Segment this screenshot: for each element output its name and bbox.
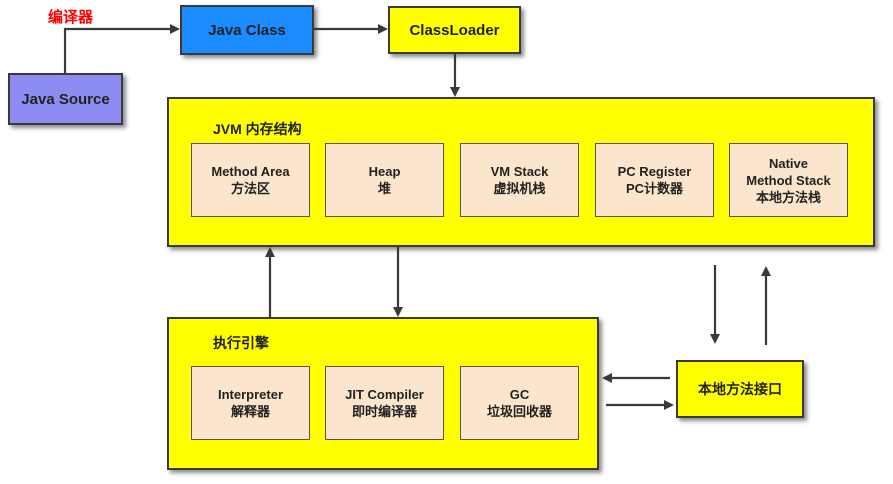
heap-box: Heap 堆 [325,143,444,217]
vm-stack-en: VM Stack [490,164,549,179]
native-method-stack-zh: 本地方法栈 [755,189,821,205]
java-source-box: Java Source [8,73,123,125]
vm-stack-box: VM Stack 虚拟机栈 [460,143,579,217]
native-interface-box: 本地方法接口 [676,360,804,418]
native-method-stack-en1: Native [768,155,809,171]
method-area-zh: 方法区 [230,181,270,196]
method-area-box: Method Area 方法区 [191,143,310,217]
execution-engine-title: 执行引擎 [213,335,269,351]
method-area-en: Method Area [211,164,290,179]
java-class-label: Java Class [208,21,286,39]
vm-stack-zh: 虚拟机栈 [493,181,546,196]
interpreter-box: Interpreter 解释器 [191,366,310,440]
heap-zh: 堆 [377,181,391,196]
classloader-label: ClassLoader [409,21,500,39]
jit-compiler-en: JIT Compiler [345,387,424,402]
classloader-box: ClassLoader [388,6,521,54]
java-class-box: Java Class [180,5,314,55]
pc-register-box: PC Register PC计数器 [595,143,714,217]
compiler-label: 编译器 [48,9,94,26]
pc-register-en: PC Register [617,164,692,179]
native-method-stack-box: Native Method Stack 本地方法栈 [729,143,848,217]
jit-compiler-zh: 即时编译器 [351,404,417,419]
native-method-stack-en2: Method Stack [746,172,831,188]
interpreter-en: Interpreter [217,387,284,402]
arrow-source-to-class [63,24,180,73]
jit-compiler-box: JIT Compiler 即时编译器 [325,366,444,440]
gc-box: GC 垃圾回收器 [460,366,579,440]
pc-register-zh: PC计数器 [625,181,684,196]
jvm-memory-title: JVM 内存结构 [213,121,302,137]
native-interface-label: 本地方法接口 [698,381,782,397]
gc-en: GC [509,387,530,402]
heap-en: Heap [368,164,401,179]
interpreter-zh: 解释器 [230,404,270,419]
gc-zh: 垃圾回收器 [486,404,552,419]
java-source-label: Java Source [21,90,110,108]
